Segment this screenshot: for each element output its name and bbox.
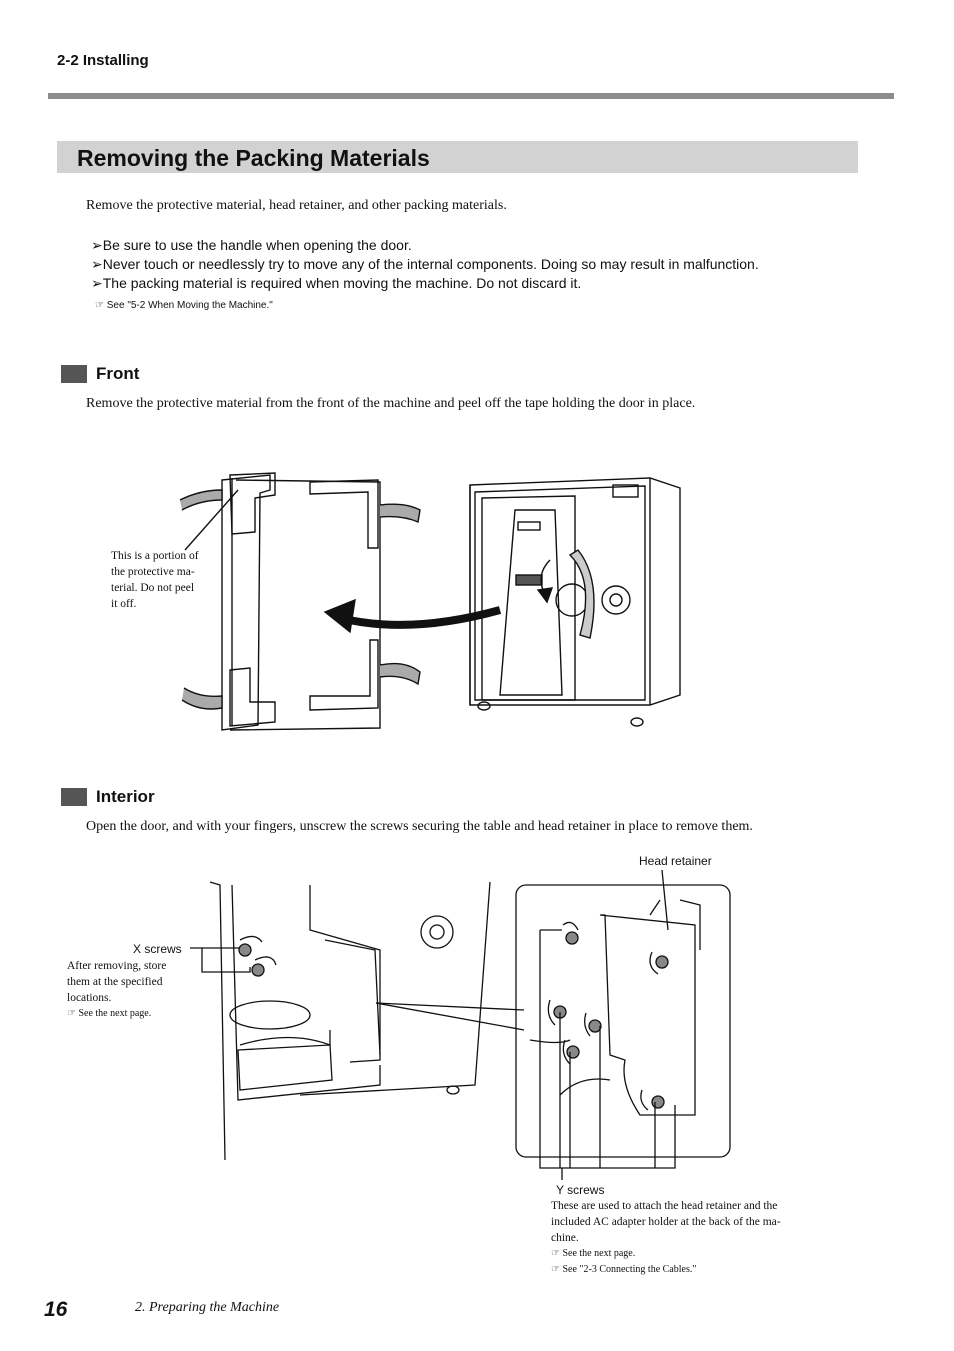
heading-marker-icon <box>61 788 87 806</box>
pointing-hand-icon: ☞ <box>551 1264 560 1275</box>
x-screws-note: After removing, store them at the specif… <box>67 958 189 1022</box>
page-title: Removing the Packing Materials <box>77 145 430 171</box>
pointing-hand-icon: ☞ <box>95 300 104 311</box>
x-screws-label: X screws <box>133 942 182 956</box>
note-item: ➢The packing material is required when m… <box>91 275 582 291</box>
y-screws-ref-2: ☞ See "2-3 Connecting the Cables." <box>551 1264 697 1275</box>
x-screws-ref: ☞ See the next page. <box>67 1008 152 1019</box>
y-screws-ref-1: ☞ See the next page. <box>551 1248 636 1259</box>
interior-heading: Interior <box>61 787 155 807</box>
arrow-bullet-icon: ➢ <box>91 275 103 291</box>
note-item: ➢Never touch or needlessly try to move a… <box>91 256 759 272</box>
pointing-hand-icon: ☞ <box>551 1248 560 1259</box>
note-item: ➢Be sure to use the handle when opening … <box>91 237 412 253</box>
heading-marker-icon <box>61 365 87 383</box>
arrow-bullet-icon: ➢ <box>91 256 103 272</box>
y-screws-note: These are used to attach the head retain… <box>551 1198 847 1278</box>
note-reference: ☞ See "5-2 When Moving the Machine." <box>95 300 273 311</box>
front-text: Remove the protective material from the … <box>86 396 696 411</box>
page-number: 16 <box>44 1298 68 1321</box>
head-retainer-label: Head retainer <box>639 854 712 868</box>
pointing-hand-icon: ☞ <box>67 1008 76 1019</box>
front-callout: This is a portion of the protective ma- … <box>111 550 199 610</box>
title-bar <box>57 141 858 173</box>
front-heading: Front <box>61 364 139 384</box>
interior-illustration <box>190 870 731 1180</box>
y-screws-label: Y screws <box>556 1183 605 1197</box>
front-illustration <box>179 472 681 731</box>
chapter-label: 2. Preparing the Machine <box>135 1300 280 1315</box>
notes-list: ➢Be sure to use the handle when opening … <box>91 236 759 315</box>
interior-text: Open the door, and with your fingers, un… <box>86 819 753 834</box>
arrow-bullet-icon: ➢ <box>91 237 103 253</box>
section-label: 2-2 Installing <box>57 52 149 69</box>
header-rule <box>48 93 894 99</box>
intro-text: Remove the protective material, head ret… <box>86 198 507 213</box>
